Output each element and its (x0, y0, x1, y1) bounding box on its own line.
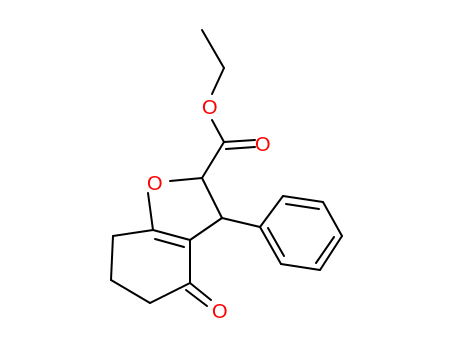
bond-ph-inner-6-1 (267, 227, 285, 257)
bond-c4-ketone-o-2 (185, 289, 208, 307)
bond-ph-5-6 (280, 263, 321, 271)
bond-ph-3-4 (322, 201, 343, 237)
bond-c3a-c7a-1 (152, 229, 191, 241)
bond-o-carbonyl-c (211, 119, 225, 143)
bond-ph-2-3 (282, 195, 324, 203)
bond-carbonyl-c-o-2 (225, 146, 256, 150)
ring-oxygen-label: O (147, 173, 163, 195)
bond-ph-4-5 (319, 235, 343, 271)
bond-ph-inner-2-3 (285, 203, 320, 210)
bond-carbonyl-c-c2 (201, 141, 225, 179)
ester-ether-oxygen-label: O (202, 97, 218, 119)
bond-c4-ketone-o-1 (189, 282, 212, 301)
ketone-oxygen-label: O (212, 301, 228, 323)
bond-c3a-c7a-2 (154, 238, 185, 248)
bond-ethyl-ch2-o (211, 67, 225, 95)
bond-ph-1-2 (259, 195, 284, 228)
bond-carbonyl-c-o-1 (223, 139, 256, 143)
bond-ph-6-1 (259, 226, 282, 265)
bond-ring-o-c7a (147, 192, 154, 231)
bond-ph-inner-4-5 (315, 236, 335, 264)
bond-c7-c6 (110, 235, 114, 281)
bond-c5-c4 (149, 282, 191, 304)
bond-c6-c5 (110, 279, 151, 304)
bond-c2-c3 (201, 177, 223, 219)
bond-ethyl-ch3-ch2 (201, 29, 225, 69)
bond-c7a-c7 (112, 229, 154, 237)
ester-carbonyl-oxygen-label: O (255, 134, 271, 156)
bond-c2-ring-o (169, 177, 203, 182)
bond-c3-c3a (189, 217, 223, 241)
bond-c3-phenyl (221, 217, 261, 228)
